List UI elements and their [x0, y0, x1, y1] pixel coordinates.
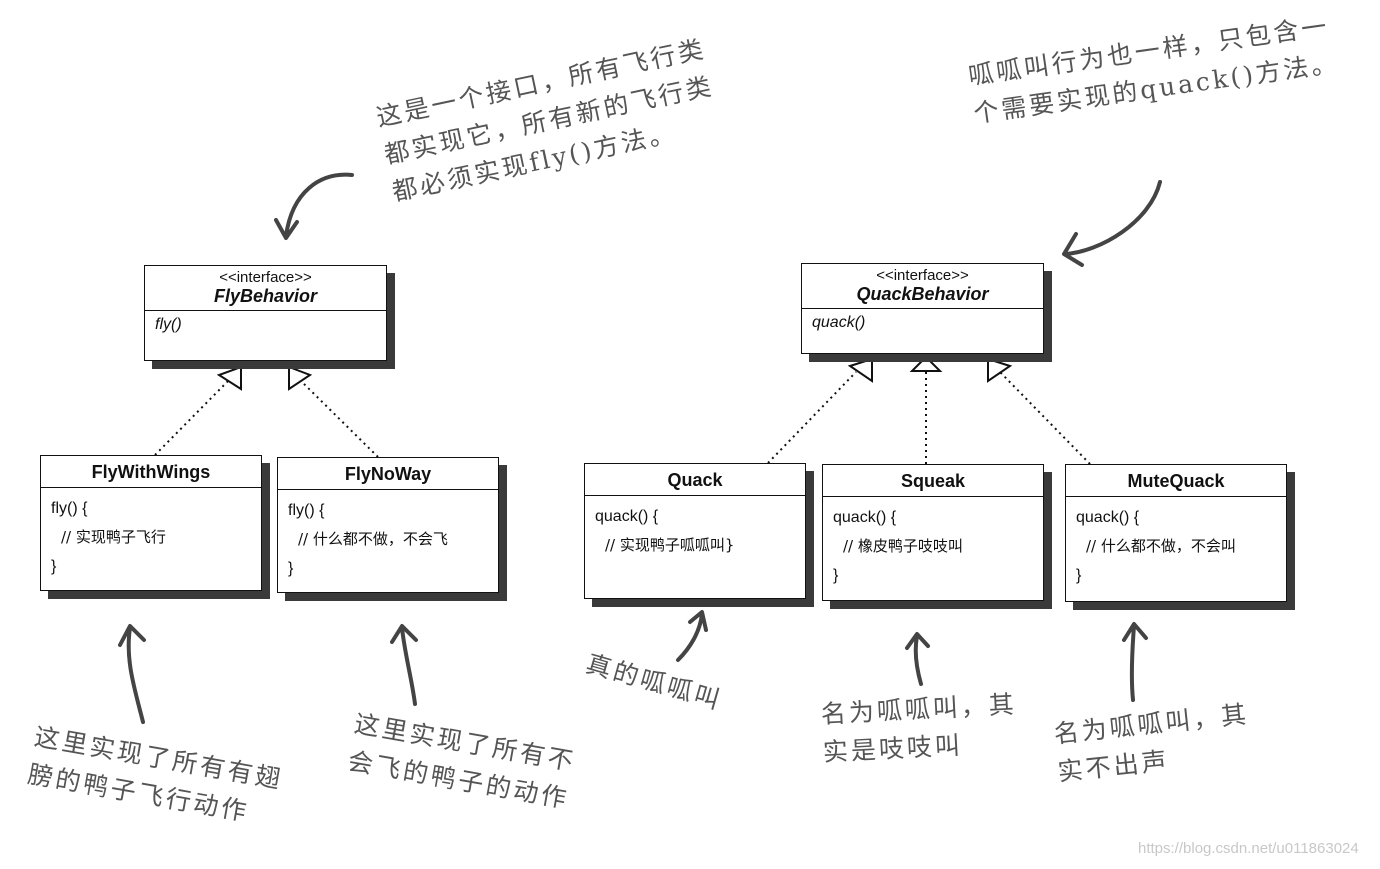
method-quack: quack(): [812, 314, 866, 331]
class-flynoway: FlyNoWay fly() { // 什么都不做，不会飞 }: [277, 457, 499, 593]
note-arrow-mutequack: [1122, 622, 1148, 702]
code-comment: // 什么都不做，不会叫: [1086, 537, 1236, 555]
interface-header: <<interface>> FlyBehavior: [145, 266, 386, 311]
class-body: quack() { // 什么都不做，不会叫 }: [1066, 497, 1286, 596]
stereotype-label: <<interface>>: [876, 267, 969, 284]
class-name: Squeak: [900, 471, 966, 491]
class-mutequack: MuteQuack quack() { // 什么都不做，不会叫 }: [1065, 464, 1287, 602]
code-line: quack() {: [1076, 509, 1140, 526]
inherit-triangle-flywithwings: [216, 365, 242, 391]
class-name: Quack: [667, 470, 723, 490]
realization-flywithwings: [154, 379, 230, 456]
note-arrow-quack-interface: [1062, 180, 1162, 267]
inherit-triangle-quack: [847, 357, 873, 383]
code-comment: // 橡皮鸭子吱吱叫: [843, 537, 963, 555]
class-body: fly() { // 什么都不做，不会飞 }: [278, 490, 498, 589]
code-line: }: [833, 567, 839, 584]
class-body: fly() { // 实现鸭子飞行 }: [41, 488, 261, 587]
stereotype-label: <<interface>>: [219, 269, 312, 286]
class-name: MuteQuack: [1127, 471, 1225, 491]
class-flywithwings: FlyWithWings fly() { // 实现鸭子飞行 }: [40, 455, 262, 591]
interface-name: QuackBehavior: [856, 284, 989, 304]
realization-quack: [767, 371, 857, 464]
inherit-triangle-mutequack: [987, 357, 1013, 383]
inherit-triangle-squeak: [909, 355, 943, 372]
class-squeak: Squeak quack() { // 橡皮鸭子吱吱叫 }: [822, 464, 1044, 601]
code-line: }: [1076, 567, 1082, 584]
realization-mutequack: [999, 371, 1091, 465]
interface-name: FlyBehavior: [213, 286, 318, 306]
class-header: FlyNoWay: [278, 458, 498, 490]
note-arrow-fly-interface: [274, 172, 354, 240]
code-line: quack() {: [833, 509, 897, 526]
inherit-triangle-flynoway: [288, 365, 313, 391]
code-line: fly() {: [51, 500, 88, 517]
code-comment: // 实现鸭子呱呱叫}: [605, 536, 735, 554]
method-list: fly(): [145, 311, 386, 342]
realization-flynoway: [299, 379, 379, 458]
method-list: quack(): [802, 309, 1043, 340]
code-line: }: [288, 560, 294, 577]
code-line: fly() {: [288, 502, 325, 519]
class-header: Quack: [585, 464, 805, 496]
interface-header: <<interface>> QuackBehavior: [802, 264, 1043, 309]
code-line: }: [51, 558, 57, 575]
class-header: MuteQuack: [1066, 465, 1286, 497]
interface-flybehavior: <<interface>> FlyBehavior fly(): [144, 265, 387, 361]
note-arrow-flynoway: [390, 624, 418, 706]
interface-quackbehavior: <<interface>> QuackBehavior quack(): [801, 263, 1044, 354]
note-arrow-squeak: [905, 632, 930, 686]
class-header: FlyWithWings: [41, 456, 261, 488]
note-squeak: 名为呱呱叫，其 实是吱吱叫: [820, 686, 1020, 772]
note-arrow-quack: [676, 610, 708, 662]
code-line: quack() {: [595, 508, 659, 525]
class-name: FlyNoWay: [344, 464, 432, 484]
code-comment: // 什么都不做，不会飞: [298, 530, 448, 548]
note-arrow-flywithwings: [118, 624, 146, 724]
watermark-url: https://blog.csdn.net/u011863024: [1138, 840, 1359, 857]
code-comment: // 实现鸭子飞行: [61, 528, 166, 546]
class-header: Squeak: [823, 465, 1043, 497]
class-quack: Quack quack() { // 实现鸭子呱呱叫}: [584, 463, 806, 599]
class-body: quack() { // 实现鸭子呱呱叫}: [585, 496, 805, 566]
class-body: quack() { // 橡皮鸭子吱吱叫 }: [823, 497, 1043, 596]
class-name: FlyWithWings: [91, 462, 211, 482]
method-fly: fly(): [155, 316, 182, 333]
